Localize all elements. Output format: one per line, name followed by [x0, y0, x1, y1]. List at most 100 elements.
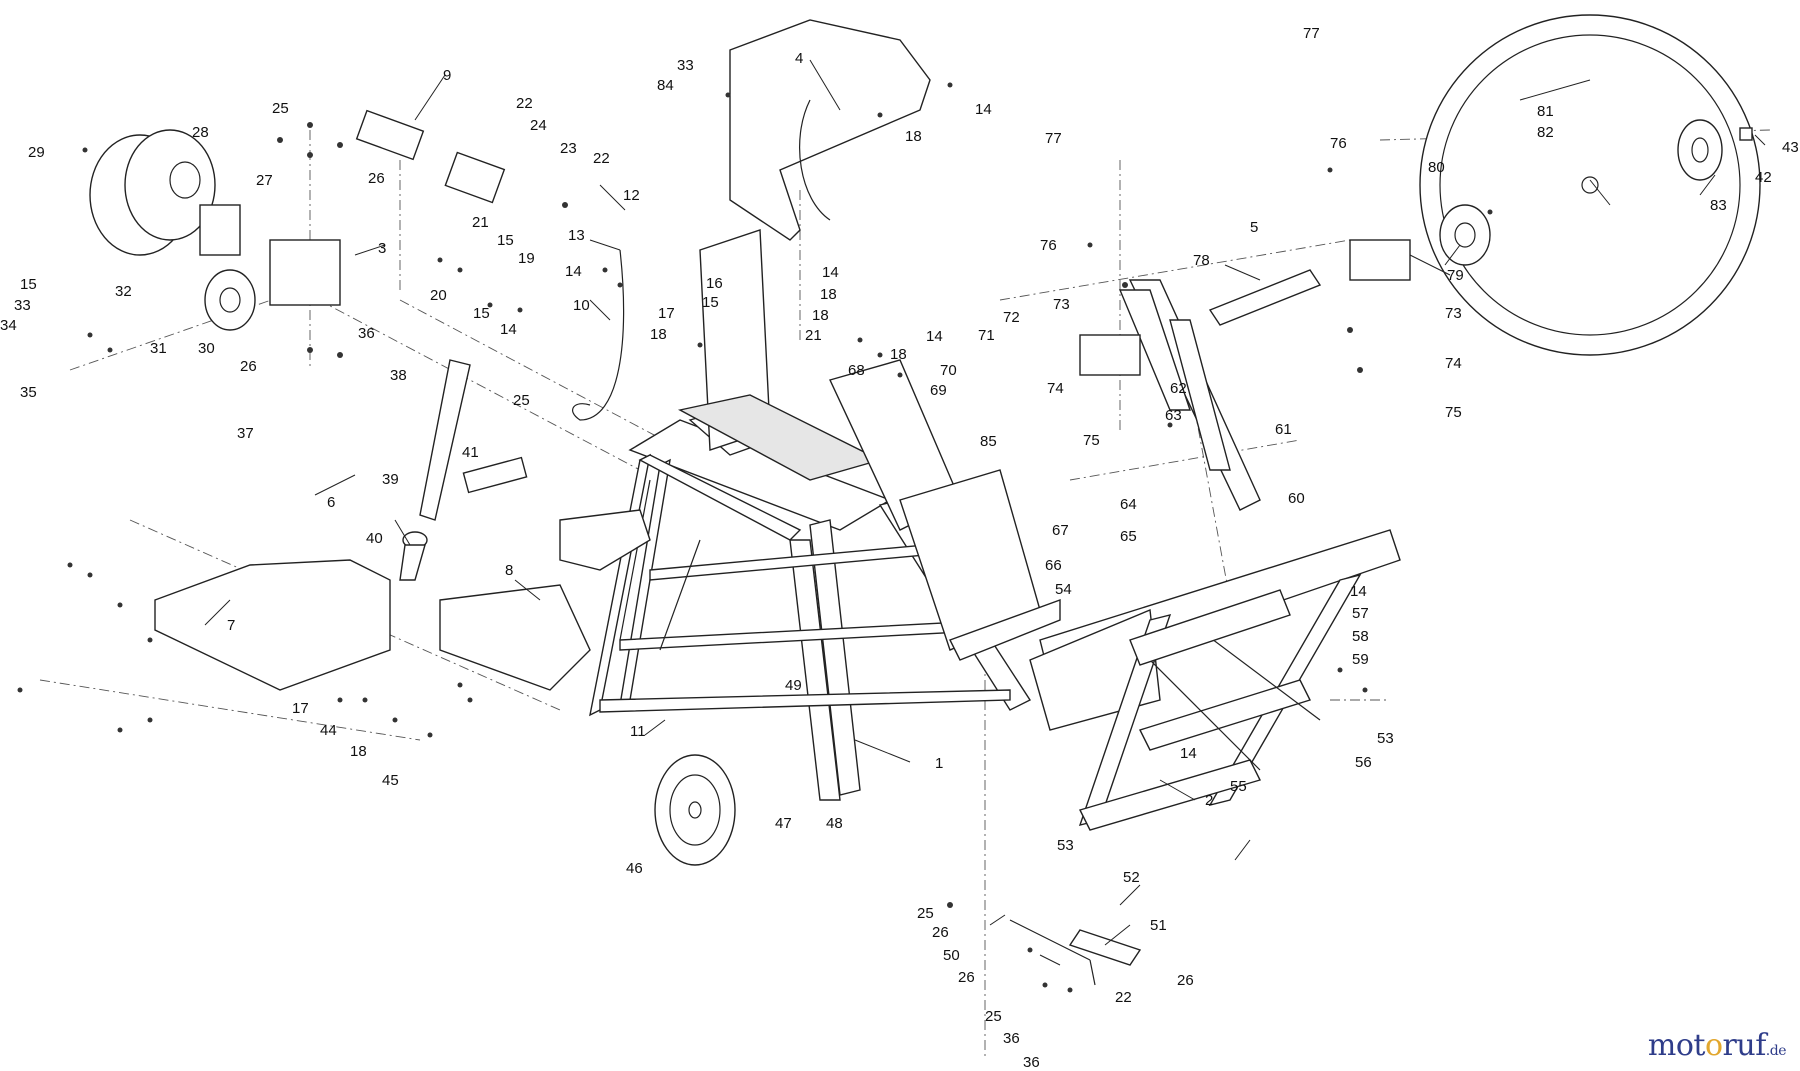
callout-39: 39: [382, 471, 399, 488]
callout-54: 54: [1055, 581, 1072, 598]
callout-85: 85: [980, 433, 997, 450]
callout-26c: 26: [932, 924, 949, 941]
callout-7: 7: [227, 617, 235, 634]
callout-8: 8: [505, 562, 513, 579]
callout-59: 59: [1352, 651, 1369, 668]
callout-16: 16: [706, 275, 723, 292]
leader-lines: [204, 59, 1766, 966]
callout-26b: 26: [240, 358, 257, 375]
callout-74b: 74: [1445, 355, 1462, 372]
watermark-text-start: mot: [1647, 1028, 1706, 1063]
callout-63: 63: [1165, 407, 1182, 424]
callout-33b: 33: [677, 57, 694, 74]
callout-28: 28: [192, 124, 209, 141]
callout-31: 31: [150, 340, 167, 357]
belt-cover-and-bracket: [154, 559, 591, 691]
callout-53b: 53: [1057, 837, 1074, 854]
watermark-suffix: .de: [1765, 1043, 1787, 1059]
callout-51: 51: [1150, 917, 1167, 934]
callout-15a: 15: [497, 232, 514, 249]
callout-43: 43: [1782, 139, 1799, 156]
callout-84: 84: [657, 77, 674, 94]
callout-73a: 73: [1053, 296, 1070, 313]
callout-18e: 18: [650, 326, 667, 343]
callout-14f: 14: [1350, 583, 1367, 600]
callout-13: 13: [568, 227, 585, 244]
guard-rails: [1118, 279, 1261, 511]
callout-18f: 18: [350, 743, 367, 760]
callout-46: 46: [626, 860, 643, 877]
callout-18a: 18: [905, 128, 922, 145]
callout-64: 64: [1120, 496, 1137, 513]
callout-22c: 22: [1115, 989, 1132, 1006]
crank-handle: [1009, 919, 1142, 986]
callout-76b: 76: [1330, 135, 1347, 152]
blade-guard-cover: [729, 19, 931, 241]
callout-69: 69: [930, 382, 947, 399]
callout-14d: 14: [926, 328, 943, 345]
callout-10: 10: [573, 297, 590, 314]
callout-25b: 25: [513, 392, 530, 409]
callout-40: 40: [366, 530, 383, 547]
callout-11: 11: [630, 723, 646, 740]
callout-57: 57: [1352, 605, 1369, 622]
callout-52: 52: [1123, 869, 1140, 886]
callout-18d: 18: [890, 346, 907, 363]
callout-26a: 26: [368, 170, 385, 187]
callout-22b: 22: [593, 150, 610, 167]
callout-20: 20: [430, 287, 447, 304]
callout-44: 44: [320, 722, 337, 739]
callout-37: 37: [237, 425, 254, 442]
callout-30: 30: [198, 340, 215, 357]
blade-flanges: [1439, 119, 1753, 266]
callout-15b: 15: [702, 294, 719, 311]
callout-83: 83: [1710, 197, 1727, 214]
callout-25c: 25: [917, 905, 934, 922]
callout-6: 6: [327, 494, 335, 511]
callout-70: 70: [940, 362, 957, 379]
callout-14c: 14: [822, 264, 839, 281]
callout-73b: 73: [1445, 305, 1462, 322]
callout-65: 65: [1120, 528, 1137, 545]
callout-2: 2: [1205, 792, 1213, 809]
callout-19: 19: [518, 250, 535, 267]
callout-47: 47: [775, 815, 792, 832]
callout-17b: 17: [292, 700, 309, 717]
callout-17a: 17: [658, 305, 675, 322]
callout-58: 58: [1352, 628, 1369, 645]
callout-25a: 25: [272, 100, 289, 117]
callout-49: 49: [785, 677, 802, 694]
callout-36a: 36: [358, 325, 375, 342]
callout-76a: 76: [1040, 237, 1057, 254]
callout-79: 79: [1447, 267, 1464, 284]
callout-15d: 15: [20, 276, 37, 293]
callout-14a: 14: [975, 101, 992, 118]
callout-23: 23: [560, 140, 577, 157]
callout-45: 45: [382, 772, 399, 789]
swing-table-frame: [1029, 529, 1401, 831]
callout-18c: 18: [812, 307, 829, 324]
callout-5: 5: [1250, 219, 1258, 236]
transport-wheel: [654, 754, 736, 866]
callout-81: 81: [1537, 103, 1554, 120]
callout-27: 27: [256, 172, 273, 189]
callout-50: 50: [943, 947, 960, 964]
callout-32: 32: [115, 283, 132, 300]
callout-77a: 77: [1045, 130, 1062, 147]
callout-53a: 53: [1377, 730, 1394, 747]
callout-75b: 75: [1445, 404, 1462, 421]
callout-78: 78: [1193, 252, 1210, 269]
callout-41: 41: [462, 444, 479, 461]
brand-watermark: motoruf.de: [1647, 1028, 1787, 1063]
callout-9: 9: [443, 67, 451, 84]
callout-33a: 33: [14, 297, 31, 314]
callout-67: 67: [1052, 522, 1069, 539]
callout-34: 34: [0, 317, 17, 334]
callout-36c: 36: [1023, 1054, 1040, 1071]
callout-36b: 36: [1003, 1030, 1020, 1047]
callout-22a: 22: [516, 95, 533, 112]
saw-blade: [1419, 14, 1761, 356]
callout-35: 35: [20, 384, 37, 401]
callout-3: 3: [378, 240, 386, 257]
